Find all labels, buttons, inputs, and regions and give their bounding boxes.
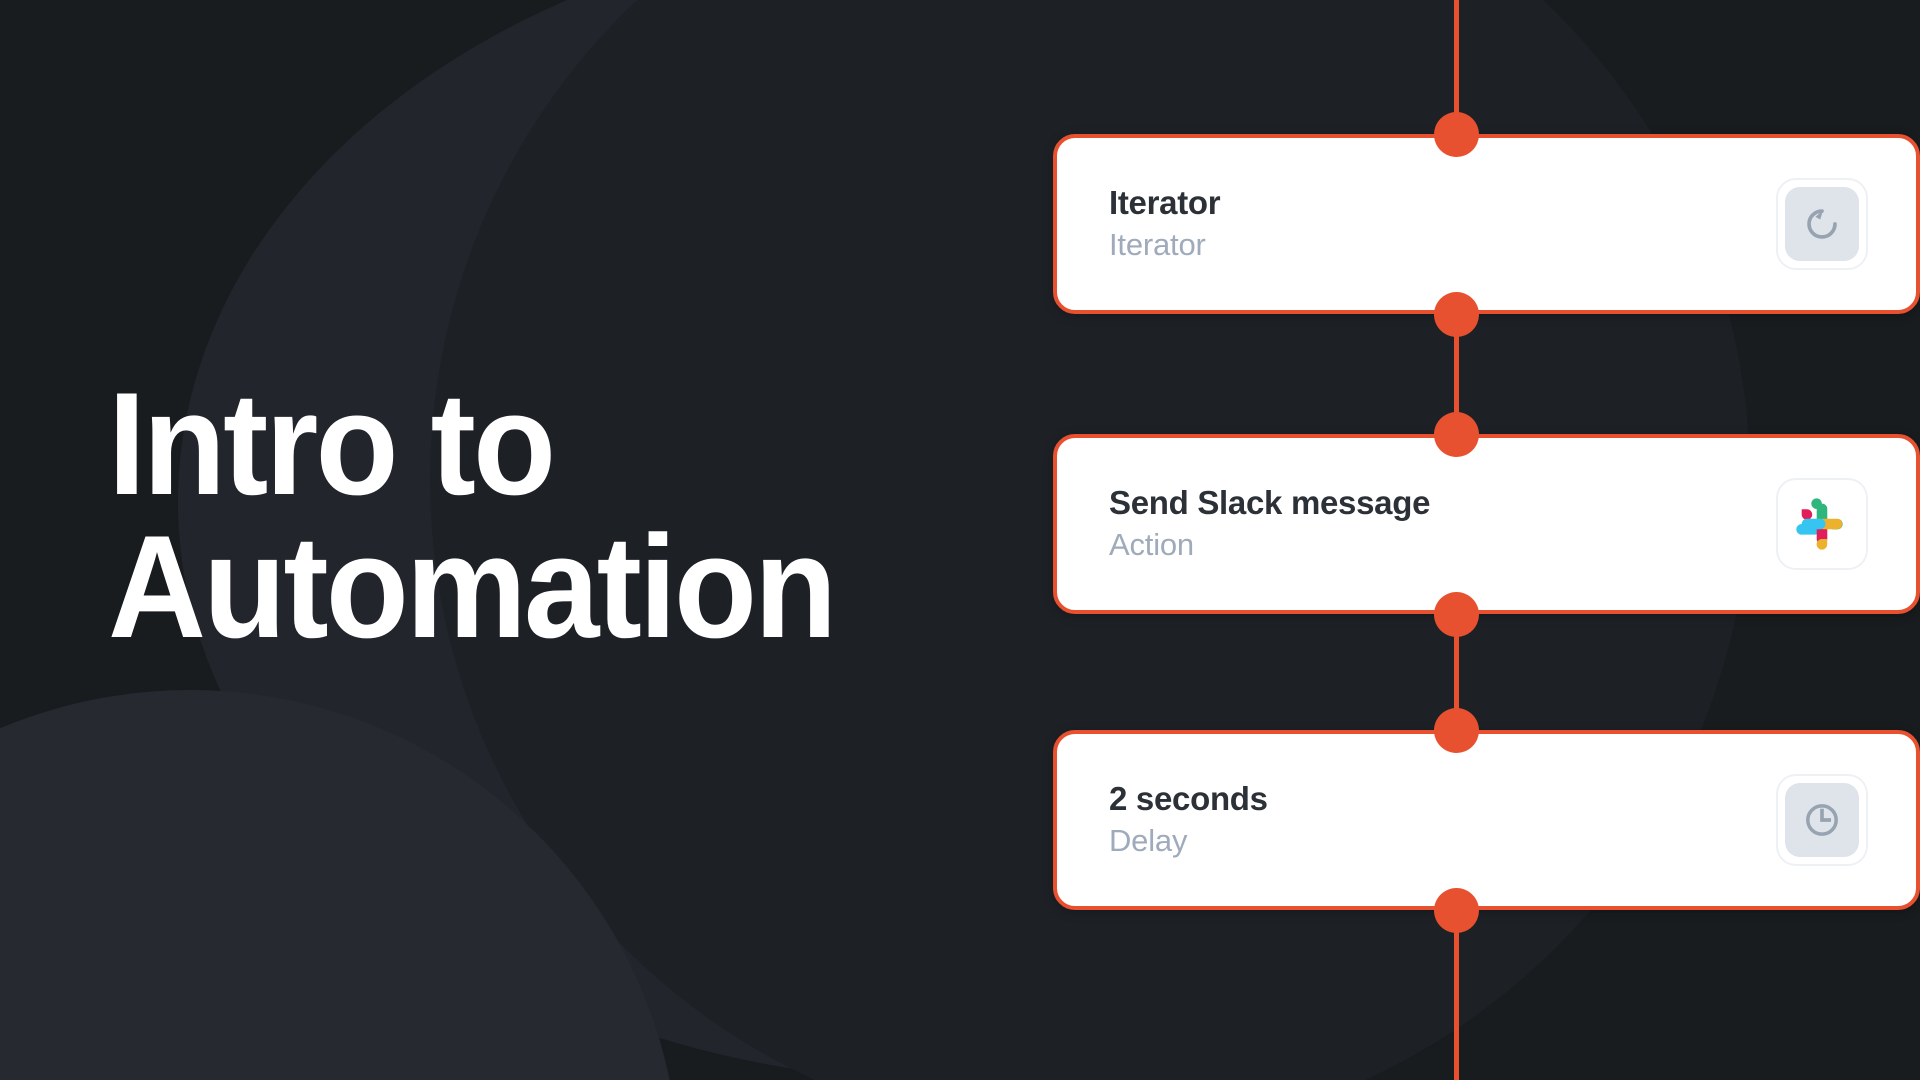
flow-connector-dot <box>1434 592 1479 637</box>
flow-node-iterator[interactable]: Iterator Iterator <box>1053 134 1920 314</box>
flow-node-subtitle: Iterator <box>1109 227 1206 263</box>
flow-node-text: Send Slack message Action <box>1109 484 1430 564</box>
icon-tile-inner <box>1785 187 1859 261</box>
flow-node-delay[interactable]: 2 seconds Delay <box>1053 730 1920 910</box>
automation-flow: Iterator Iterator Send Slack message Act… <box>1053 0 1920 1080</box>
slack-icon <box>1776 478 1868 570</box>
flow-connector-dot <box>1434 888 1479 933</box>
flow-node-title: Send Slack message <box>1109 484 1431 522</box>
flow-node-subtitle: Delay <box>1109 823 1188 859</box>
flow-connector-dot <box>1434 708 1479 753</box>
flow-connector-dot <box>1434 412 1479 457</box>
page-title: Intro to Automation <box>108 362 837 669</box>
flow-node-text: Iterator Iterator <box>1109 184 1221 264</box>
flow-node-slack[interactable]: Send Slack message Action <box>1053 434 1920 614</box>
icon-tile-inner <box>1785 783 1859 857</box>
flow-node-title: 2 seconds <box>1109 780 1268 818</box>
flow-node-text: 2 seconds Delay <box>1109 780 1268 860</box>
flow-node-title: Iterator <box>1109 184 1221 222</box>
flow-connector-dot <box>1434 112 1479 157</box>
clock-icon <box>1776 774 1868 866</box>
refresh-loop-icon <box>1776 178 1868 270</box>
flow-connector-dot <box>1434 292 1479 337</box>
icon-tile-inner <box>1785 487 1859 561</box>
flow-node-subtitle: Action <box>1109 527 1194 563</box>
background-circle-lower <box>0 690 680 1080</box>
